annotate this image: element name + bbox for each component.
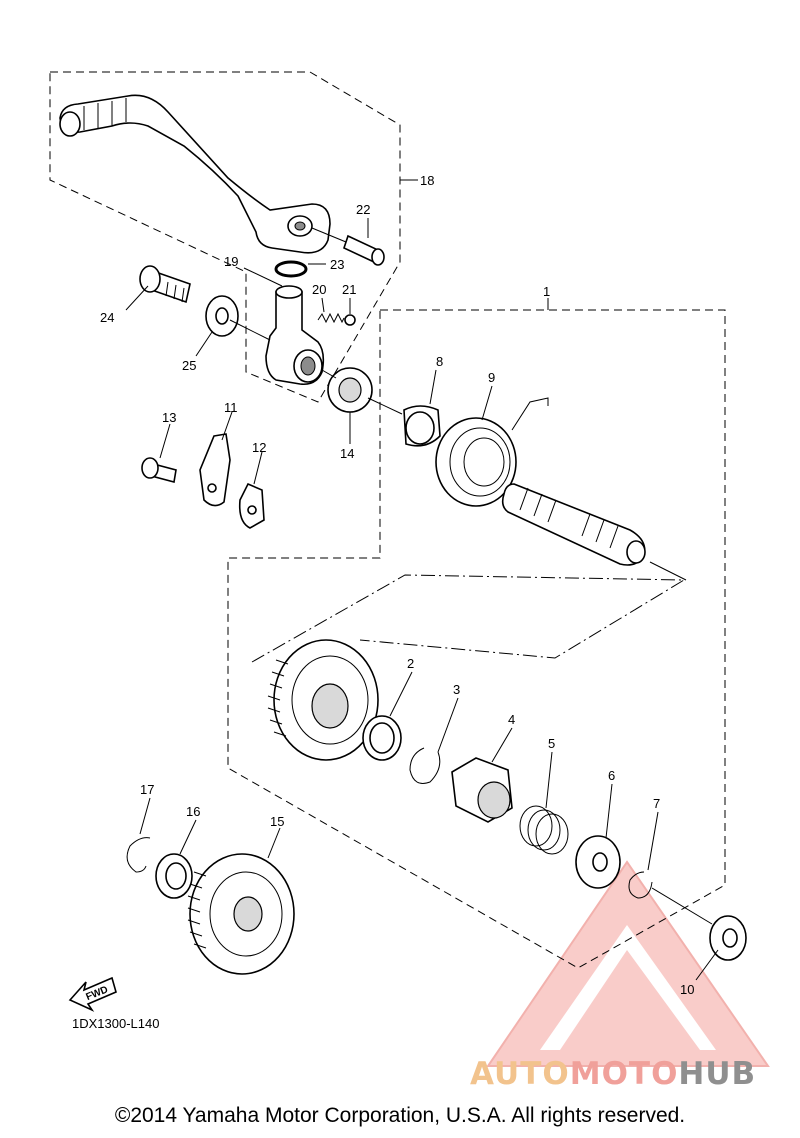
watermark-auto: AUTO <box>470 1056 570 1092</box>
callout-10: 10 <box>680 982 694 997</box>
washer-6 <box>575 835 621 889</box>
washer-10 <box>709 915 747 961</box>
kick-spring-9 <box>435 397 549 507</box>
washer-25 <box>205 295 271 341</box>
callout-6: 6 <box>608 768 615 783</box>
callout-4: 4 <box>508 712 515 727</box>
callout-14: 14 <box>340 446 354 461</box>
circlip-3 <box>409 747 441 784</box>
kick-boss <box>265 285 325 386</box>
clip-12 <box>238 482 265 529</box>
washer-2 <box>362 715 402 761</box>
callout-1: 1 <box>543 284 550 299</box>
idler-gear-15 <box>187 853 295 975</box>
callout-15: 15 <box>270 814 284 829</box>
callout-2: 2 <box>407 656 414 671</box>
copyright-notice: ©2014 Yamaha Motor Corporation, U.S.A. A… <box>114 1104 686 1127</box>
leader-lines <box>125 179 719 981</box>
callout-7: 7 <box>653 796 660 811</box>
group-18-outline <box>49 71 401 403</box>
callout-9: 9 <box>488 370 495 385</box>
callout-25: 25 <box>182 358 196 373</box>
ratchet-4 <box>451 757 513 823</box>
callout-24: 24 <box>100 310 114 325</box>
callout-labels: 1 2 3 4 5 6 7 10 11 12 13 14 15 16 17 18… <box>100 173 694 997</box>
bolt-22 <box>311 227 385 266</box>
kick-shaft <box>501 483 687 581</box>
group-1-outline <box>227 309 726 969</box>
callout-13: 13 <box>162 410 176 425</box>
circlip-7 <box>628 871 653 899</box>
callout-21: 21 <box>342 282 356 297</box>
callout-17: 17 <box>140 782 154 797</box>
plate-11 <box>199 433 231 507</box>
diagram-code: 1DX1300-L140 <box>72 1016 160 1031</box>
watermark-moto: MOTO <box>569 1056 679 1092</box>
collar-8 <box>403 405 441 447</box>
callout-12: 12 <box>252 440 266 455</box>
oil-seal-14 <box>321 367 403 415</box>
spring-20 <box>317 312 345 324</box>
callout-23: 23 <box>330 257 344 272</box>
callout-18: 18 <box>420 173 434 188</box>
spring-5 <box>519 805 569 855</box>
ball-21 <box>344 314 356 326</box>
watermark-text: AUTOMOTOHUB <box>470 1056 756 1092</box>
callout-22: 22 <box>356 202 370 217</box>
bolt-24 <box>139 265 191 304</box>
watermark-hub: HUB <box>678 1056 757 1092</box>
watermark-logo-triangle <box>486 860 770 1067</box>
fwd-arrow-icon: FWD <box>68 976 117 1012</box>
callout-8: 8 <box>436 354 443 369</box>
kick-crank <box>59 94 331 254</box>
callout-5: 5 <box>548 736 555 751</box>
o-ring-23 <box>274 260 308 278</box>
callout-20: 20 <box>312 282 326 297</box>
washer-16 <box>155 853 193 899</box>
callout-3: 3 <box>453 682 460 697</box>
circlip-17 <box>126 837 151 873</box>
callout-19: 19 <box>224 254 238 269</box>
callout-11: 11 <box>224 400 238 415</box>
bolt-13 <box>141 457 177 483</box>
kick-gear <box>267 639 379 761</box>
callout-16: 16 <box>186 804 200 819</box>
